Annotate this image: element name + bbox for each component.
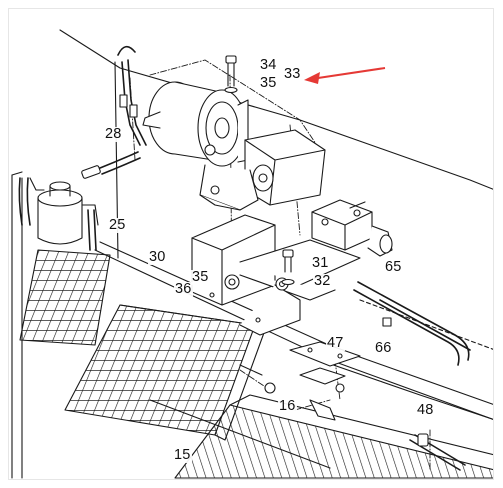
grille-panel-left [19,249,266,441]
highlight-arrow [304,67,386,84]
brackets-47 [289,341,361,385]
callout-65: 65 [384,259,403,275]
callout-31: 31 [311,255,330,271]
callout-34: 34 [259,57,278,73]
radiator-core [174,394,493,479]
callout-33: 33 [283,66,302,82]
pump-motor-assembly [142,81,326,211]
fittings [81,94,429,447]
callout-47: 47 [326,335,345,351]
callout-25: 25 [108,217,127,233]
callout-28: 28 [104,126,123,142]
callout-66: 66 [374,340,393,356]
callout-30: 30 [148,249,167,265]
callout-35-top: 35 [259,75,278,91]
valve-block [311,199,393,257]
filter-canister [29,177,99,245]
callout-32: 32 [313,273,332,289]
mounting-bracket [191,214,361,336]
callout-48: 48 [416,402,435,418]
bolts [224,55,295,286]
callout-15: 15 [173,447,192,463]
callout-36: 36 [174,281,193,297]
callout-35-lower: 35 [191,269,210,285]
callout-16: 16 [278,398,297,414]
